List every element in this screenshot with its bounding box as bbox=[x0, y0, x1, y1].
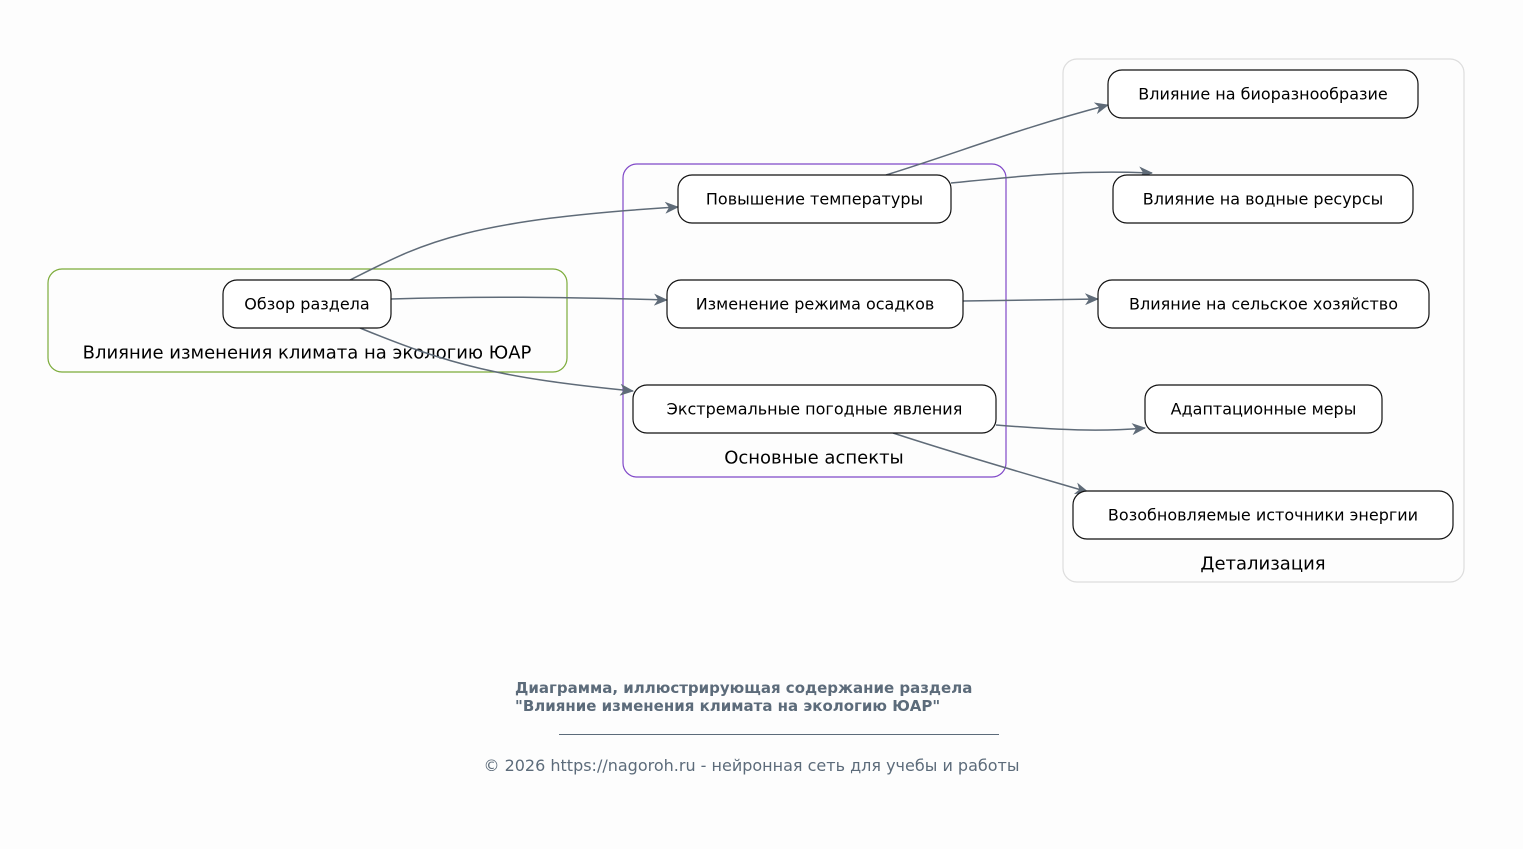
node-label: Повышение температуры bbox=[706, 190, 923, 209]
node-box bbox=[222, 279, 392, 329]
node-box bbox=[1097, 279, 1430, 329]
node-d3[interactable]: Влияние на сельское хозяйство bbox=[1097, 279, 1430, 329]
node-d1[interactable]: Влияние на биоразнообразие bbox=[1107, 69, 1419, 119]
node-d2[interactable]: Влияние на водные ресурсы bbox=[1112, 174, 1414, 224]
node-box bbox=[1072, 490, 1454, 540]
node-label: Возобновляемые источники энергии bbox=[1108, 506, 1418, 525]
node-box bbox=[632, 384, 997, 434]
caption-title: Диаграмма, иллюстрирующая содержание раз… bbox=[515, 679, 972, 715]
node-box bbox=[677, 174, 952, 224]
node-a3[interactable]: Экстремальные погодные явления bbox=[632, 384, 997, 434]
nodes: Обзор раздела Повышение температурыИзмене… bbox=[222, 69, 1454, 540]
edge-a3-to-d4 bbox=[995, 423, 1146, 436]
cluster-overview: Влияние изменения климата на экологию ЮА… bbox=[47, 268, 568, 373]
edges bbox=[349, 102, 1153, 495]
node-label: Адаптационные меры bbox=[1171, 400, 1357, 419]
cluster-details: Детализация bbox=[1062, 58, 1465, 583]
node-label: Влияние на биоразнообразие bbox=[1138, 85, 1388, 104]
edge-n0-to-a2 bbox=[390, 293, 668, 306]
caption-divider bbox=[559, 734, 999, 735]
node-n0[interactable]: Обзор раздела bbox=[222, 279, 392, 329]
node-d5[interactable]: Возобновляемые источники энергии bbox=[1072, 490, 1454, 540]
node-box bbox=[1112, 174, 1414, 224]
copyright-text: © 2026 https://nagoroh.ru - нейронная се… bbox=[483, 756, 1020, 775]
node-box bbox=[1144, 384, 1383, 434]
node-label: Изменение режима осадков bbox=[696, 295, 935, 314]
node-label: Экстремальные погодные явления bbox=[667, 400, 963, 419]
node-d4[interactable]: Адаптационные меры bbox=[1144, 384, 1383, 434]
node-label: Влияние на водные ресурсы bbox=[1143, 190, 1384, 209]
edge-n0-to-a1 bbox=[349, 201, 679, 281]
edge-a1-to-d1 bbox=[885, 102, 1109, 176]
node-box bbox=[666, 279, 964, 329]
edge-a3-to-d5 bbox=[892, 432, 1089, 495]
cluster-overview-label: Влияние изменения климата на экологию ЮА… bbox=[83, 343, 532, 364]
node-box bbox=[1107, 69, 1419, 119]
cluster-aspects: Основные аспекты bbox=[622, 163, 1007, 478]
caption-title-line2: "Влияние изменения климата на экологию Ю… bbox=[515, 697, 941, 715]
node-label: Влияние на сельское хозяйство bbox=[1129, 295, 1398, 314]
edge-a1-to-d2 bbox=[950, 166, 1153, 184]
node-a2[interactable]: Изменение режима осадков bbox=[666, 279, 964, 329]
edge-a2-to-d3 bbox=[962, 293, 1099, 306]
caption-title-line1: Диаграмма, иллюстрирующая содержание раз… bbox=[515, 679, 973, 697]
node-label: Обзор раздела bbox=[244, 295, 369, 314]
cluster-details-label: Детализация bbox=[1200, 554, 1325, 575]
node-a1[interactable]: Повышение температуры bbox=[677, 174, 952, 224]
cluster-aspects-label: Основные аспекты bbox=[724, 448, 904, 469]
edge-n0-to-a3 bbox=[359, 327, 634, 396]
